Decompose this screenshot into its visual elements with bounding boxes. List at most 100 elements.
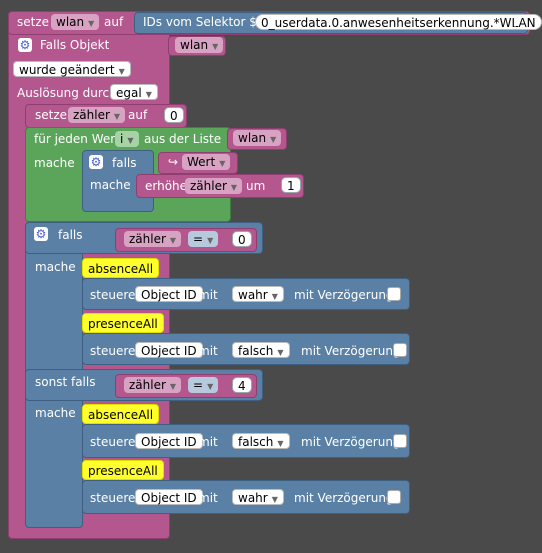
selector-close: ) [513, 15, 518, 29]
steuere-label: steuere [90, 288, 136, 302]
delay-label: mit Verzögerung [301, 435, 401, 449]
if1-op-dropdown[interactable]: =▼ [188, 231, 219, 247]
delay-checkbox[interactable] [387, 287, 401, 301]
counter-var-dropdown[interactable]: zähler▼ [68, 107, 126, 123]
increment-var-dropdown[interactable]: zähler▼ [185, 178, 243, 194]
value-dropdown-2[interactable]: falsch▼ [232, 342, 290, 358]
if2-value[interactable]: 4 [232, 377, 252, 393]
if2-mache-label: mache [35, 406, 76, 420]
ausloesung-value: egal [116, 86, 142, 100]
if1-op-label: = [193, 232, 204, 246]
steuere-label: steuere [90, 491, 136, 505]
delay-label: mit Verzögerung [294, 288, 394, 302]
object-id-field[interactable]: Object ID [135, 286, 203, 302]
erhoehe-label: erhöhe [145, 179, 188, 193]
value-label-2: falsch [238, 344, 274, 358]
steuere-label: steuere [90, 435, 136, 449]
chevron-down-icon: ▼ [207, 382, 214, 391]
if1-falls-label: falls [58, 228, 83, 242]
value-dropdown-3[interactable]: falsch▼ [232, 433, 290, 449]
inner-mache-label: mache [90, 178, 131, 192]
inner-falls-label: falls [112, 156, 137, 170]
chevron-down-icon: ▼ [127, 136, 134, 145]
value-label-4: wahr [238, 491, 268, 505]
if2-op-dropdown[interactable]: =▼ [188, 377, 219, 393]
value-dropdown-4[interactable]: wahr▼ [232, 489, 284, 505]
for-each-label: für jeden Wert [34, 132, 120, 146]
chevron-down-icon: ▼ [169, 236, 177, 245]
loop-var-dropdown[interactable]: i▼ [115, 131, 139, 147]
object-id-field[interactable]: Object ID [135, 489, 203, 505]
mit-label: mit [198, 491, 218, 505]
var-dropdown-wlan-label: wlan [56, 15, 85, 29]
aus-liste-label: aus der Liste [144, 132, 222, 146]
ausloesung-dropdown[interactable]: egal▼ [110, 84, 158, 100]
loop-list-label: wlan [238, 131, 267, 145]
steuere-label: steuere [90, 344, 136, 358]
changed-dropdown[interactable]: wurde geändert▼ [13, 61, 131, 77]
if1-var-label: zähler [129, 232, 166, 246]
trigger-object-label: wlan [180, 38, 209, 52]
delay-checkbox[interactable] [393, 434, 407, 448]
gear-icon[interactable]: ⚙ [34, 227, 48, 241]
increment-var-label: zähler [190, 179, 227, 193]
chevron-down-icon: ▼ [277, 348, 284, 357]
chevron-down-icon: ▼ [219, 159, 226, 168]
chevron-down-icon: ▼ [271, 292, 278, 301]
if2-var-dropdown[interactable]: zähler▼ [124, 377, 182, 393]
selector-text-value: 0_userdata.0.anwesenheitserkennung.*WLAN [261, 16, 536, 30]
object-id-field[interactable]: Object ID [135, 342, 203, 358]
loop-list-dropdown[interactable]: wlan▼ [233, 130, 282, 146]
counter-init-value[interactable]: 0 [164, 107, 184, 123]
object-id-field[interactable]: Object ID [135, 433, 203, 449]
chevron-down-icon: ▼ [277, 439, 284, 448]
ausloesung-label: Auslösung durch [17, 86, 117, 100]
changed-label: wurde geändert [19, 63, 115, 77]
selector-text-field[interactable]: 0_userdata.0.anwesenheitserkennung.*WLAN [255, 14, 542, 30]
falls-objekt-label: Falls Objekt [40, 38, 110, 52]
if1-var-dropdown[interactable]: zähler▼ [124, 231, 182, 247]
chevron-down-icon: ▼ [212, 42, 219, 51]
gear-icon[interactable]: ⚙ [89, 155, 103, 169]
comment-presence-2[interactable]: presenceAll [82, 460, 164, 480]
comment-absence-1[interactable]: absenceAll [82, 258, 160, 278]
value-dropdown-1[interactable]: wahr▼ [232, 286, 284, 302]
delay-checkbox[interactable] [393, 343, 407, 357]
if1-value[interactable]: 0 [232, 231, 252, 247]
chevron-down-icon: ▼ [113, 112, 121, 121]
delay-checkbox[interactable] [387, 490, 401, 504]
gear-icon[interactable]: ⚙ [18, 38, 32, 52]
mit-label: mit [198, 288, 218, 302]
chevron-down-icon: ▼ [169, 382, 177, 391]
var-dropdown-wlan[interactable]: wlan▼ [51, 14, 100, 30]
chevron-down-icon: ▼ [88, 19, 95, 28]
comment-presence-1[interactable]: presenceAll [82, 313, 164, 333]
mit-label: mit [198, 435, 218, 449]
set-counter-auf: auf [128, 108, 148, 122]
auf-label: auf [104, 15, 124, 29]
wert-label: Wert [187, 155, 216, 169]
chevron-down-icon: ▼ [207, 236, 214, 245]
value-label-1: wahr [238, 288, 268, 302]
if2-op-label: = [193, 378, 204, 392]
mit-label: mit [198, 344, 218, 358]
chevron-down-icon: ▼ [118, 67, 125, 76]
increment-amount[interactable]: 1 [281, 177, 301, 193]
chevron-down-icon: ▼ [145, 90, 152, 99]
chevron-down-icon: ▼ [270, 135, 277, 144]
selector-label: IDs vom Selektor $( [143, 15, 262, 29]
return-arrow-icon: ↪ [168, 155, 179, 169]
set-label: setze [17, 15, 50, 29]
comment-absence-2[interactable]: absenceAll [82, 404, 160, 424]
sonst-falls-label: sonst falls [35, 375, 96, 389]
counter-var-label: zähler [73, 108, 110, 122]
if2-var-label: zähler [129, 378, 166, 392]
wert-dropdown[interactable]: Wert▼ [182, 154, 231, 170]
if1-mache-label: mache [35, 260, 76, 274]
delay-label: mit Verzögerung [301, 344, 401, 358]
um-label: um [246, 179, 266, 193]
chevron-down-icon: ▼ [271, 495, 278, 504]
trigger-object-dropdown[interactable]: wlan▼ [175, 37, 224, 53]
value-label-3: falsch [238, 435, 274, 449]
chevron-down-icon: ▼ [230, 183, 238, 192]
